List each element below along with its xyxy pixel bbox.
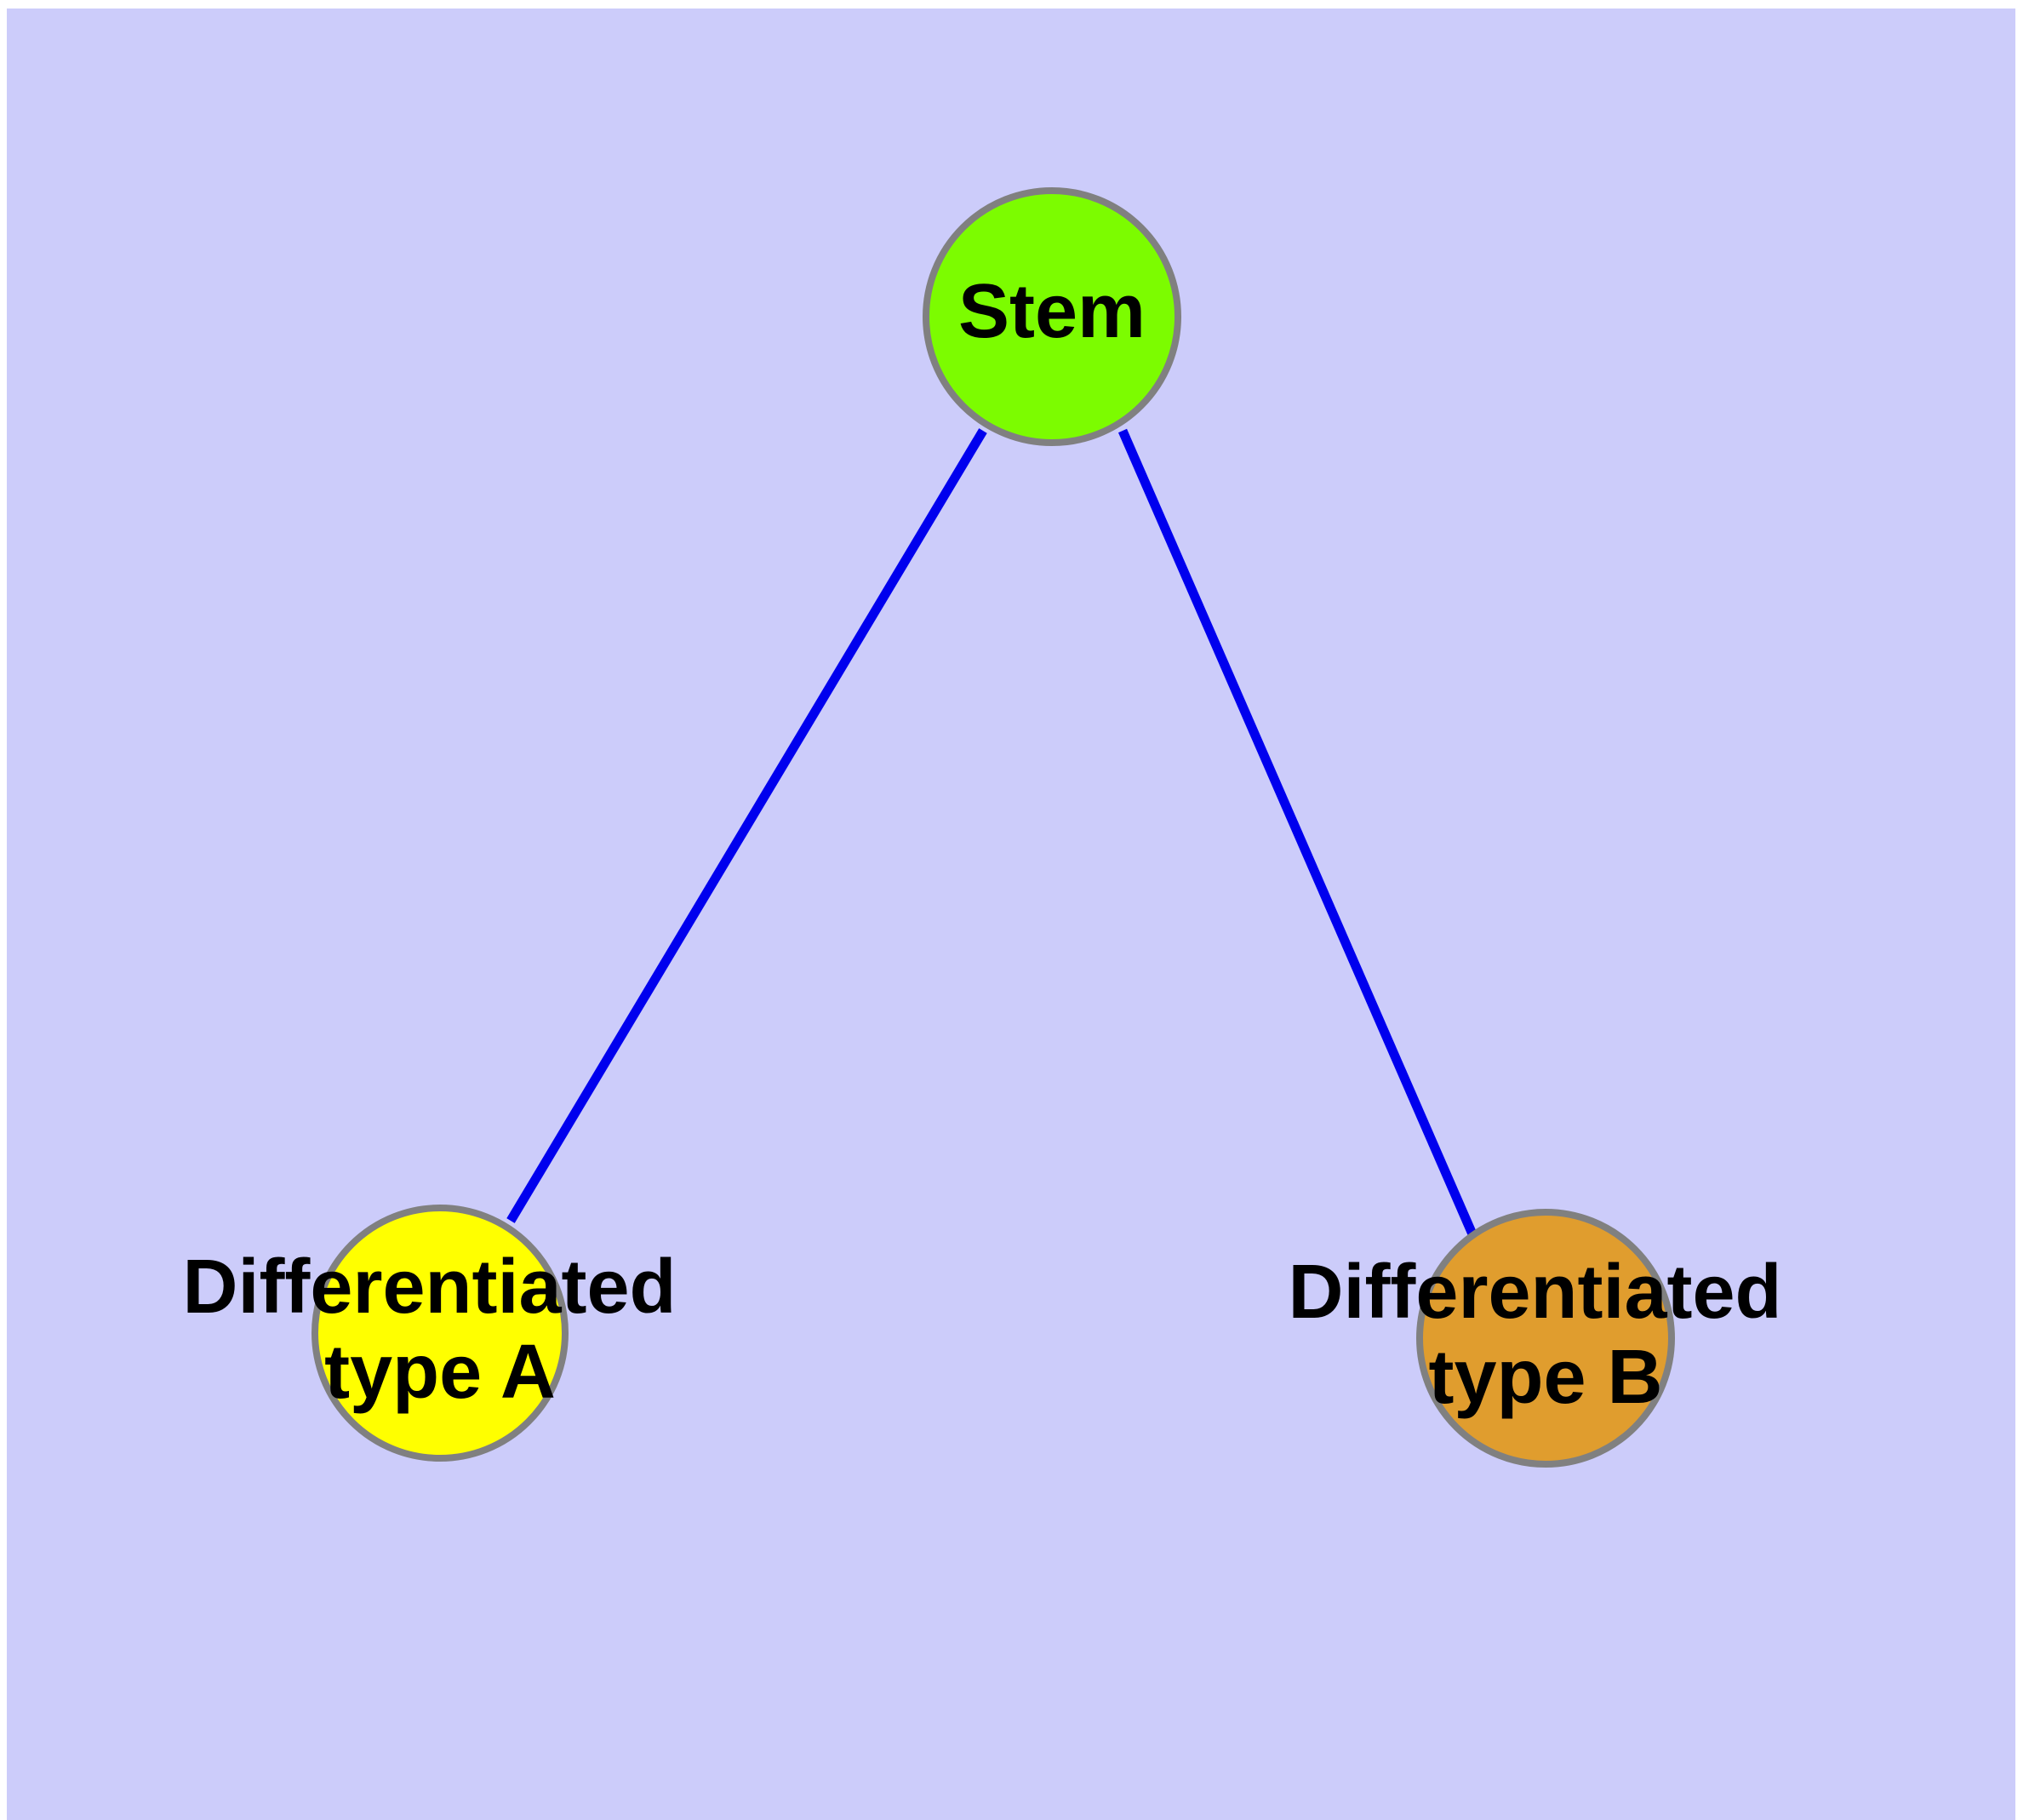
edge-layer xyxy=(506,428,1478,1239)
edge-stem-to-differentiated-type-b[interactable] xyxy=(1117,428,1478,1239)
node-label-stem: Stem xyxy=(958,269,1146,354)
node-stem[interactable] xyxy=(923,187,1181,446)
node-differentiated-type-b[interactable] xyxy=(1416,1209,1675,1468)
node-label-differentiated-type-a-line-2: type A xyxy=(324,1330,556,1415)
node-label-differentiated-type-a: Differentiated type A xyxy=(182,1245,697,1415)
edge-stem-to-differentiated-type-a[interactable] xyxy=(506,428,987,1223)
label-layer: Stem Differentiated type A Differentiate… xyxy=(182,269,1803,1420)
node-label-differentiated-type-b-line-2: type B xyxy=(1428,1335,1662,1420)
node-label-stem-line-1: Stem xyxy=(958,269,1146,354)
node-label-differentiated-type-b-line-1: Differentiated xyxy=(1288,1250,1781,1335)
node-label-differentiated-type-a-line-1: Differentiated xyxy=(182,1245,676,1330)
node-differentiated-type-a[interactable] xyxy=(311,1205,569,1462)
node-layer xyxy=(311,187,1675,1468)
node-label-differentiated-type-b: Differentiated type B xyxy=(1288,1250,1803,1420)
